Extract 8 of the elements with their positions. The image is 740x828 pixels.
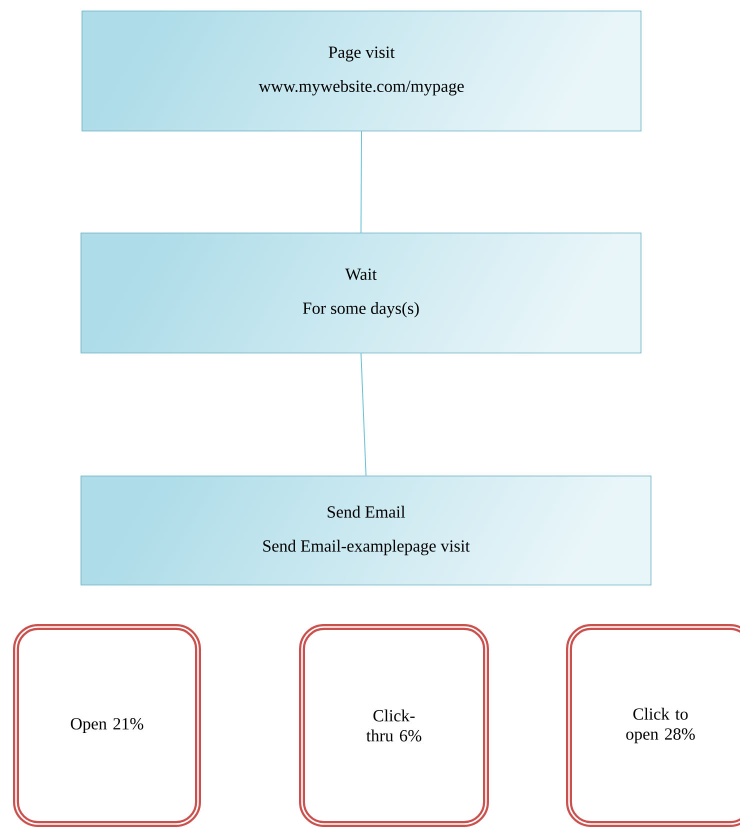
metric-box: Open 21% bbox=[13, 624, 201, 827]
metric-box: Click to open 28% bbox=[566, 624, 740, 827]
process-box: Send Email Send Email-examplepage visit bbox=[80, 476, 652, 586]
process-box: Wait For some days(s) bbox=[80, 232, 642, 354]
connector-line bbox=[360, 352, 366, 476]
connector-line bbox=[360, 130, 362, 234]
metric-box: Click-thru 6% bbox=[299, 624, 489, 827]
process-box: Page visit www.mywebsite.com/mypage bbox=[82, 10, 642, 132]
